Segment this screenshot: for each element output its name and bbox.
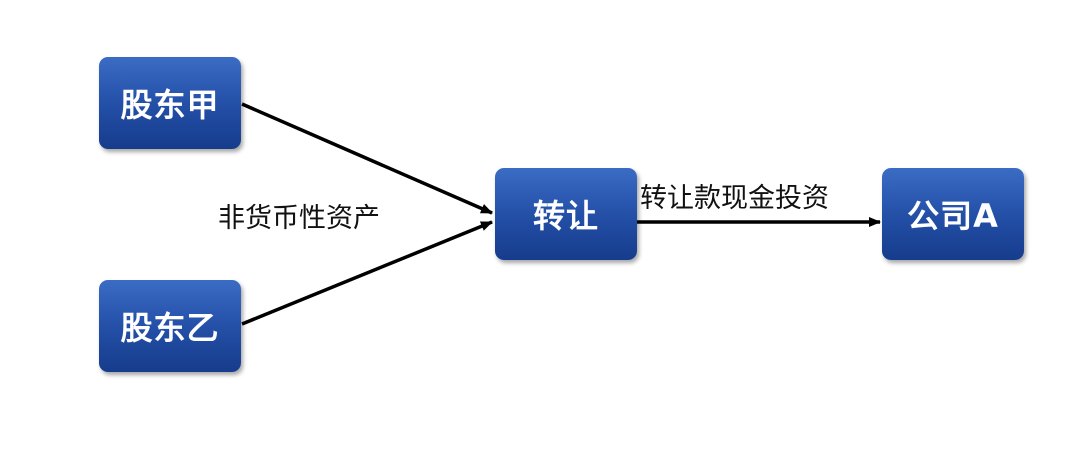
node-company-a-label: 公司A: [907, 197, 999, 235]
edge-label-transfer-cash-investment: 转让款现金投资: [640, 183, 829, 214]
arrow-shareholder-b-to-transfer: [241, 220, 493, 326]
arrow-shareholder-a-to-transfer: [241, 102, 493, 215]
node-shareholder-a: 股东甲: [99, 57, 241, 149]
node-transfer: 转让: [495, 168, 637, 260]
node-shareholder-b: 股东乙: [99, 280, 241, 372]
node-shareholder-b-label: 股东乙: [120, 309, 220, 347]
node-transfer-label: 转让: [532, 197, 599, 235]
edge-label-non-monetary-assets: 非货币性资产: [218, 203, 380, 234]
node-shareholder-a-label: 股东甲: [120, 86, 220, 124]
node-company-a: 公司A: [882, 168, 1024, 260]
